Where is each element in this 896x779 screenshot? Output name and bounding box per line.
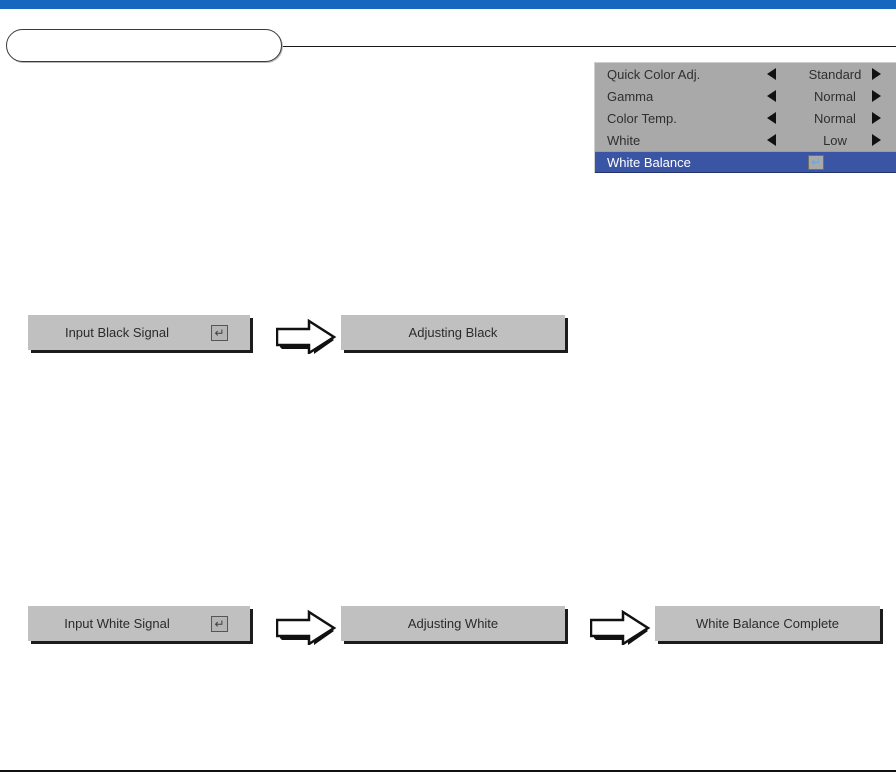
flow-black-adjusting-label: Adjusting Black: [408, 325, 498, 340]
caret-right-icon[interactable]: [872, 68, 881, 80]
arrow-right-icon: [590, 609, 651, 645]
osd-label-white: White: [607, 132, 641, 148]
enter-glyph: ↵: [214, 325, 225, 340]
flow-white-complete-box: White Balance Complete: [655, 606, 880, 641]
caret-right-icon[interactable]: [872, 134, 881, 146]
osd-value-white: Low: [823, 132, 847, 148]
osd-row-color-temp[interactable]: Color Temp. Normal: [595, 107, 896, 129]
osd-label-quick-color-adj: Quick Color Adj.: [607, 66, 701, 82]
flow-white-complete-label: White Balance Complete: [695, 616, 840, 631]
caret-left-icon[interactable]: [767, 90, 776, 102]
enter-key-icon[interactable]: ↵: [211, 615, 228, 632]
osd-label-gamma: Gamma: [607, 88, 654, 104]
caret-right-icon[interactable]: [872, 90, 881, 102]
caret-left-icon[interactable]: [767, 134, 776, 146]
caret-right-icon[interactable]: [872, 112, 881, 124]
caret-left-icon[interactable]: [767, 68, 776, 80]
osd-menu: Quick Color Adj. Standard Gamma Normal C…: [594, 62, 896, 173]
osd-row-white-balance[interactable]: White Balance ↵: [595, 151, 896, 173]
arrow-right-icon: [276, 609, 337, 645]
header-accent-bar: [0, 0, 896, 9]
flow-white-input-box[interactable]: Input White Signal ↵: [28, 606, 250, 641]
osd-label-white-balance: White Balance: [607, 154, 691, 170]
arrow-right-icon: [276, 318, 337, 354]
osd-value-color-temp: Normal: [814, 110, 856, 126]
header-rule: [282, 46, 896, 47]
flow-white-adjusting-box: Adjusting White: [341, 606, 565, 641]
page-title-chip: [6, 29, 282, 62]
flow-black-adjusting-box: Adjusting Black: [341, 315, 565, 350]
flow-black-input-box[interactable]: Input Black Signal ↵: [28, 315, 250, 350]
osd-row-gamma[interactable]: Gamma Normal: [595, 85, 896, 107]
enter-key-icon[interactable]: ↵: [808, 154, 824, 170]
osd-value-quick-color-adj: Standard: [808, 66, 862, 82]
enter-glyph: ↵: [810, 155, 822, 169]
enter-glyph: ↵: [214, 616, 225, 631]
flow-white-adjusting-label: Adjusting White: [407, 616, 499, 631]
footer-rule: [0, 770, 896, 772]
flow-white-input-label: Input White Signal: [64, 616, 170, 631]
osd-value-gamma: Normal: [814, 88, 856, 104]
enter-key-icon[interactable]: ↵: [211, 324, 228, 341]
caret-left-icon[interactable]: [767, 112, 776, 124]
osd-row-white[interactable]: White Low: [595, 129, 896, 151]
flow-black-input-label: Input Black Signal: [64, 325, 170, 340]
osd-row-quick-color-adj[interactable]: Quick Color Adj. Standard: [595, 63, 896, 85]
osd-label-color-temp: Color Temp.: [607, 110, 677, 126]
